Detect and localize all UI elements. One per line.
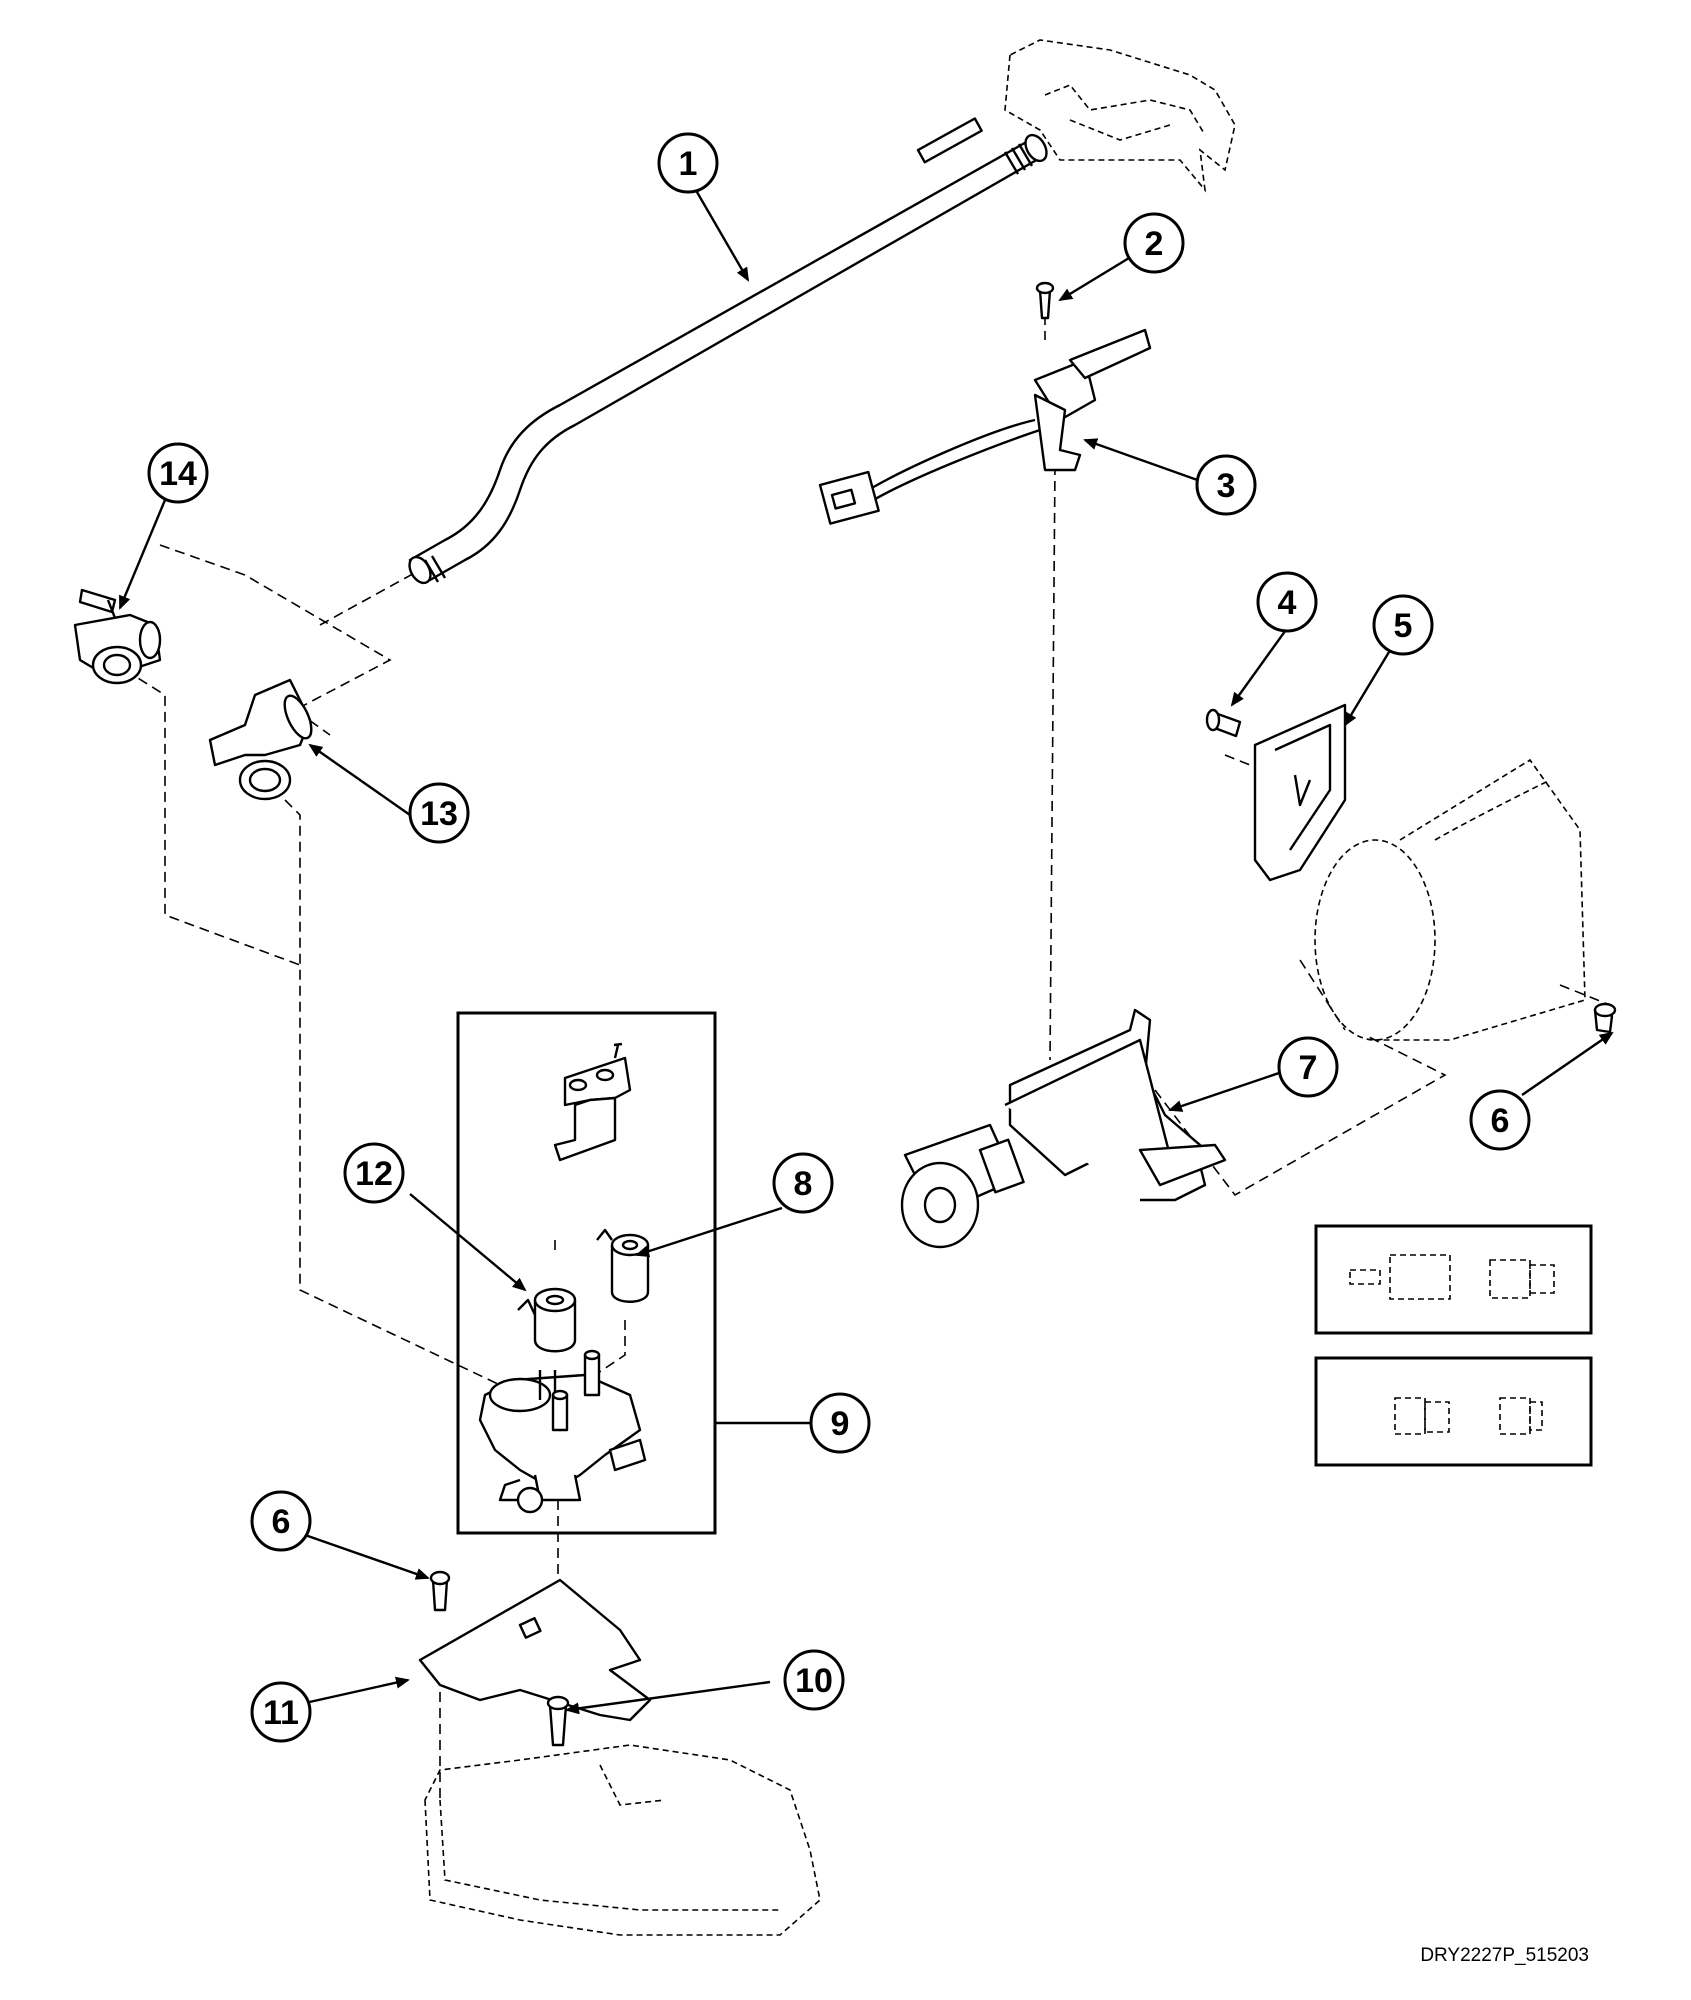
callout-12-label: 12 [355,1155,393,1193]
callout-7-label: 7 [1299,1049,1318,1087]
callout-2-label: 2 [1145,225,1164,263]
callout-5-label: 5 [1394,607,1413,645]
base-outline-bottom [424,1744,821,1936]
callout-4-label: 4 [1278,584,1297,622]
assembly-guide-lines [124,315,1611,1800]
callout-5: 5 [1372,594,1434,656]
callout-11-label: 11 [263,1694,299,1732]
gas-supply-pipe [408,117,1048,585]
igniter [818,328,1152,525]
gas-valve-body [478,1349,647,1514]
callout-leaders [118,179,1614,1715]
callout-9: 9 [809,1392,871,1454]
callout-1: 1 [657,132,719,194]
callout-12: 12 [343,1142,405,1204]
callout-14: 14 [147,442,209,504]
callout-6-left: 6 [250,1490,312,1552]
callout-8: 8 [772,1152,834,1214]
callout-6-left-label: 6 [272,1503,291,1541]
cabinet-outline-top [1004,39,1236,193]
orifice-inset-bottom [1314,1356,1593,1467]
orifice-inset-top [1314,1224,1593,1335]
callout-6-right-label: 6 [1491,1102,1510,1140]
callout-4: 4 [1256,571,1318,633]
valve-bracket [553,1042,632,1162]
callout-6-right: 6 [1469,1089,1531,1151]
sensor-bracket [1253,703,1347,882]
callout-13: 13 [408,782,470,844]
burner-assembly [900,1008,1227,1249]
callout-8-label: 8 [794,1165,813,1203]
callout-3: 3 [1195,454,1257,516]
callout-2: 2 [1123,212,1185,274]
valve-mounting-plate [418,1578,652,1722]
gas-valve-assembly-frame [456,1011,810,1535]
shutoff-valve [73,588,162,685]
callout-10: 10 [783,1649,845,1711]
callout-13-label: 13 [420,795,458,833]
callout-14-label: 14 [159,455,197,493]
plate-screw [546,1695,570,1747]
burner-screw [1593,1002,1617,1034]
sensor-screw [1205,708,1242,738]
callout-10-label: 10 [795,1662,833,1700]
igniter-screw [1035,281,1055,320]
callout-3-label: 3 [1217,467,1236,505]
elbow-fitting [208,678,313,801]
callout-1-label: 1 [679,145,698,183]
burner-housing-outline [1314,758,1586,1041]
callout-7: 7 [1277,1036,1339,1098]
solenoid-coil-left [517,1287,577,1353]
mounting-screw [429,1570,451,1612]
callout-9-label: 9 [831,1405,850,1443]
solenoid-coil-right [596,1228,650,1303]
drawing-code: DRY2227P_515203 [1420,1945,1589,1966]
callout-11: 11 [250,1681,312,1743]
